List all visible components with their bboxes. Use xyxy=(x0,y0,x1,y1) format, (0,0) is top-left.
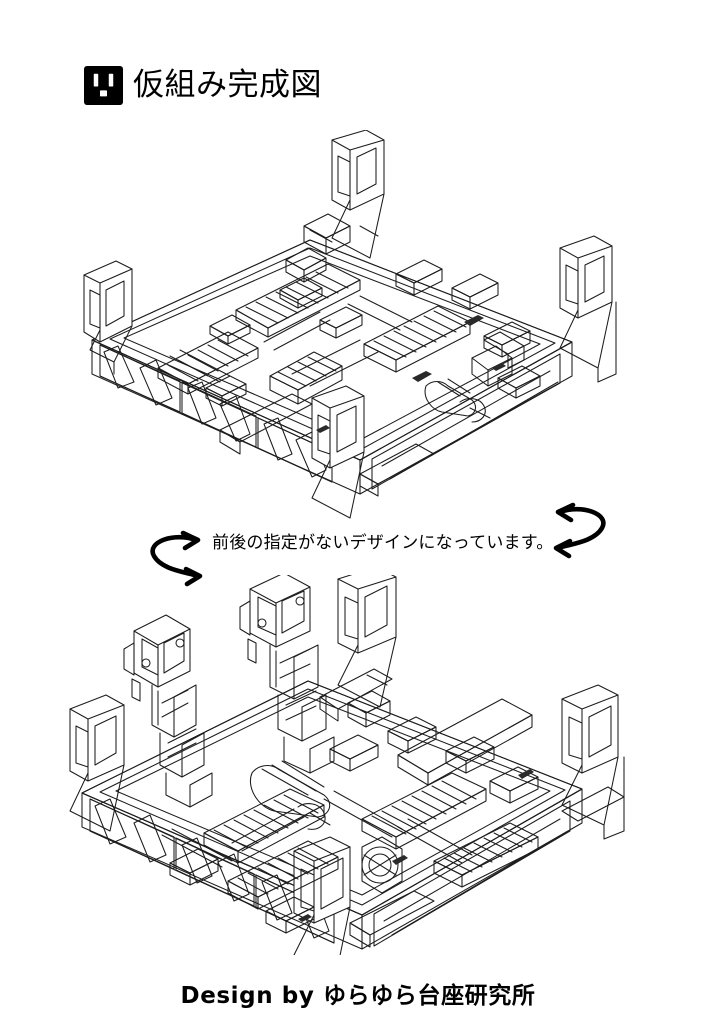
note-text: 前後の指定がないデザインになっています。 xyxy=(212,533,554,553)
note-row: 前後の指定がないデザインになっています。 xyxy=(140,500,630,587)
curved-double-arrow-right-icon xyxy=(140,530,216,588)
assembly-view-front xyxy=(60,130,660,520)
curved-double-arrow-left-icon xyxy=(540,502,616,560)
footer-credit: Design by ゆらゆら台座研究所 xyxy=(180,983,536,1009)
assembly-view-rear xyxy=(62,575,658,955)
page-title-block: 仮組み完成図 xyxy=(84,66,322,105)
power-outlet-icon xyxy=(84,66,123,105)
page-title: 仮組み完成図 xyxy=(133,67,322,103)
